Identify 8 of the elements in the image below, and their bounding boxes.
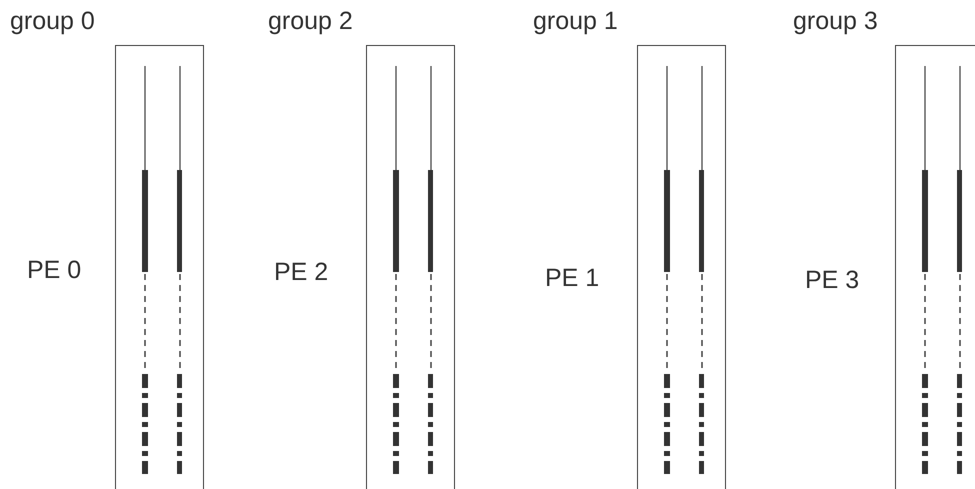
pe-label: PE 1: [545, 263, 600, 293]
pe-label: PE 3: [805, 265, 860, 295]
pe-label: PE 0: [27, 255, 82, 285]
group-label: group 1: [533, 6, 618, 36]
group-label: group 3: [793, 6, 878, 36]
group-label: group 0: [10, 6, 95, 36]
group-label: group 2: [268, 6, 353, 36]
pe-label: PE 2: [274, 257, 328, 287]
